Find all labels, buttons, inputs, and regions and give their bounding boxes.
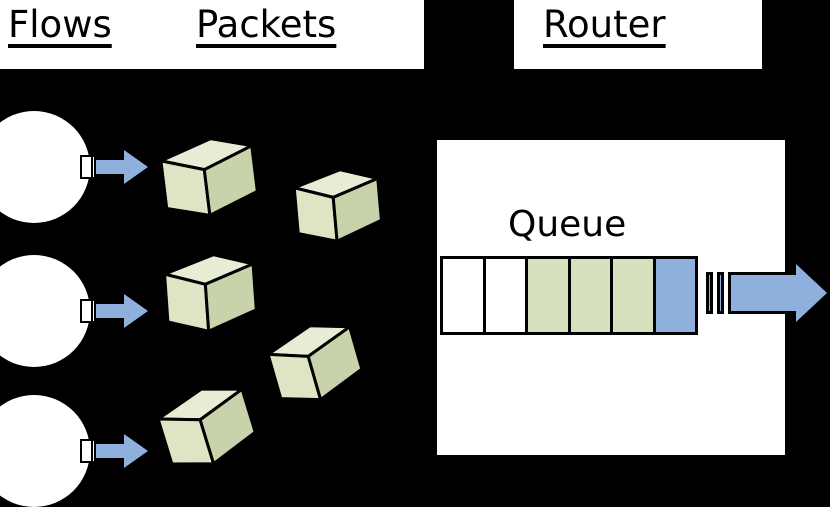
flow-arrow-tick-2 [91,301,93,321]
queue-output-tick-2 [717,272,724,314]
packet-cube-5 [152,375,257,475]
flow-circle-3 [0,395,90,507]
header-band-right [514,0,762,69]
packet-cube-4 [262,312,364,412]
flow-circle-1 [0,111,90,223]
header-band-left [0,0,424,69]
queue-cell-3[interactable] [528,259,571,332]
flow-arrow-tail-1 [80,155,96,179]
queue-output-head [796,264,827,322]
queue-cell-4[interactable] [570,259,613,332]
flow-arrow-tail-2 [80,299,96,323]
packet-cube-1 [155,125,259,225]
queue-cell-1[interactable] [443,259,486,332]
queue-output-shaft [728,272,800,314]
queue-cell-6[interactable] [655,259,695,332]
column-title-packets: Packets [196,3,337,46]
flow-arrow-tick-1 [91,157,93,177]
queue-output-tick-1 [706,272,713,314]
packet-cube-2 [288,158,388,258]
queue-label: Queue [508,204,627,245]
flow-arrow-shaft-1 [96,158,126,176]
flow-circle-2 [0,255,90,367]
flow-arrow-tick-3 [91,441,93,461]
queue-cell-2[interactable] [485,259,528,332]
queue-cell-5[interactable] [613,259,656,332]
flow-arrow-head-3 [124,434,148,468]
packet-cube-3 [158,243,258,343]
column-title-flows: Flows [8,3,112,46]
flow-arrow-head-1 [124,150,148,184]
flow-arrow-head-2 [124,294,148,328]
flow-arrow-tail-3 [80,439,96,463]
flow-arrow-shaft-2 [96,302,126,320]
column-title-router: Router [543,3,666,46]
queue-container [440,256,698,335]
flow-arrow-shaft-3 [96,442,126,460]
